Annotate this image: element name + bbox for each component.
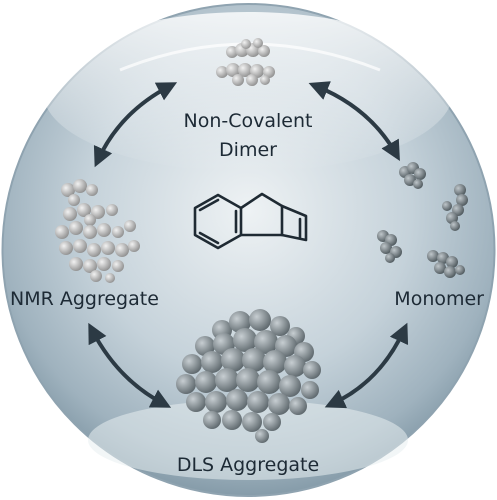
arrow-dimer-monomer [308, 81, 400, 161]
monomer-3 [377, 230, 402, 263]
nmr-aggregate-icon [55, 179, 140, 283]
molecule-dimer-icon [216, 38, 275, 86]
label-dls-aggregate: DLS Aggregate [177, 454, 319, 476]
arrow-dimer-nmr [93, 82, 178, 168]
equilibrium-arrows [88, 81, 409, 409]
indene-structure [193, 192, 308, 250]
monomer-1 [399, 162, 426, 189]
label-noncovalent-dimer-line1: Non-Covalent [184, 110, 313, 132]
monomer-cluster-icon [377, 162, 468, 278]
arrow-monomer-dls [324, 322, 409, 409]
label-nmr-aggregate: NMR Aggregate [10, 288, 159, 310]
dls-aggregate-icon [176, 309, 321, 443]
monomer-2 [442, 184, 468, 231]
monomer-4 [427, 250, 465, 278]
label-noncovalent-dimer-line2: Dimer [219, 139, 277, 161]
arrow-nmr-dls [88, 322, 172, 408]
label-monomer: Monomer [394, 288, 484, 310]
